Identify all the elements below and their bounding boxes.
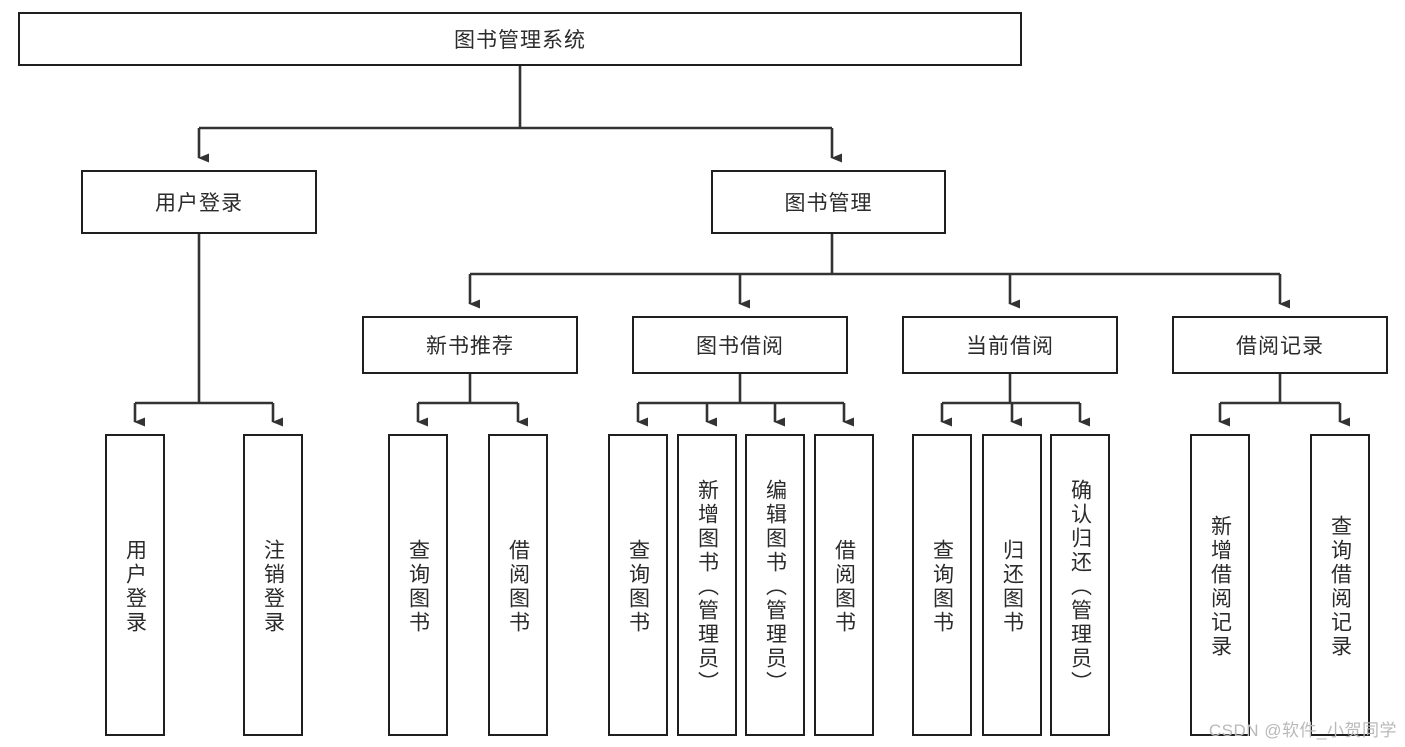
node-leaf-query-book-borrow-label: 查询图书 bbox=[626, 539, 650, 635]
node-leaf-query-book-current[interactable]: 查询图书 bbox=[912, 434, 972, 736]
node-leaf-query-book-recommend[interactable]: 查询图书 bbox=[388, 434, 448, 736]
watermark-text: CSDN @软件_小贺同学 bbox=[1208, 721, 1397, 740]
node-user-login-label: 用户登录 bbox=[155, 192, 243, 215]
node-leaf-borrow-book-recommend-label: 借阅图书 bbox=[506, 539, 530, 635]
node-current-borrow-label: 当前借阅 bbox=[966, 335, 1054, 358]
node-user-login[interactable]: 用户登录 bbox=[81, 170, 317, 234]
node-leaf-logout[interactable]: 注销登录 bbox=[243, 434, 303, 736]
node-leaf-edit-book-admin[interactable]: 编辑图书（管理员） bbox=[745, 434, 805, 736]
node-leaf-add-book-admin-label: 新增图书（管理员） bbox=[695, 479, 719, 695]
node-leaf-borrow-book[interactable]: 借阅图书 bbox=[814, 434, 874, 736]
node-book-borrow[interactable]: 图书借阅 bbox=[632, 316, 848, 374]
node-root[interactable]: 图书管理系统 bbox=[18, 12, 1022, 66]
node-leaf-query-book-recommend-label: 查询图书 bbox=[406, 539, 430, 635]
node-leaf-query-borrow-record[interactable]: 查询借阅记录 bbox=[1310, 434, 1370, 736]
node-leaf-confirm-return-admin[interactable]: 确认归还（管理员） bbox=[1050, 434, 1110, 736]
node-root-label: 图书管理系统 bbox=[454, 29, 586, 52]
node-leaf-return-book[interactable]: 归还图书 bbox=[982, 434, 1042, 736]
node-book-management-label: 图书管理 bbox=[784, 192, 873, 215]
node-leaf-borrow-book-recommend[interactable]: 借阅图书 bbox=[488, 434, 548, 736]
node-leaf-edit-book-admin-label: 编辑图书（管理员） bbox=[763, 479, 787, 695]
node-book-borrow-label: 图书借阅 bbox=[696, 335, 784, 358]
node-leaf-borrow-book-label: 借阅图书 bbox=[832, 539, 856, 635]
node-leaf-return-book-label: 归还图书 bbox=[1000, 539, 1024, 635]
node-leaf-query-borrow-record-label: 查询借阅记录 bbox=[1328, 515, 1352, 659]
node-borrow-records[interactable]: 借阅记录 bbox=[1172, 316, 1388, 374]
node-leaf-user-login-label: 用户登录 bbox=[123, 539, 147, 635]
node-leaf-user-login[interactable]: 用户登录 bbox=[105, 434, 165, 736]
node-book-management[interactable]: 图书管理 bbox=[711, 170, 946, 234]
node-leaf-confirm-return-admin-label: 确认归还（管理员） bbox=[1068, 479, 1092, 695]
node-leaf-query-book-current-label: 查询图书 bbox=[930, 539, 954, 635]
node-new-book-recommend-label: 新书推荐 bbox=[426, 335, 514, 358]
node-leaf-logout-label: 注销登录 bbox=[261, 539, 285, 635]
node-new-book-recommend[interactable]: 新书推荐 bbox=[362, 316, 578, 374]
node-leaf-add-borrow-record-label: 新增借阅记录 bbox=[1208, 515, 1232, 659]
node-borrow-records-label: 借阅记录 bbox=[1236, 335, 1324, 358]
node-leaf-query-book-borrow[interactable]: 查询图书 bbox=[608, 434, 668, 736]
node-leaf-add-book-admin[interactable]: 新增图书（管理员） bbox=[677, 434, 737, 736]
node-leaf-add-borrow-record[interactable]: 新增借阅记录 bbox=[1190, 434, 1250, 736]
node-current-borrow[interactable]: 当前借阅 bbox=[902, 316, 1118, 374]
